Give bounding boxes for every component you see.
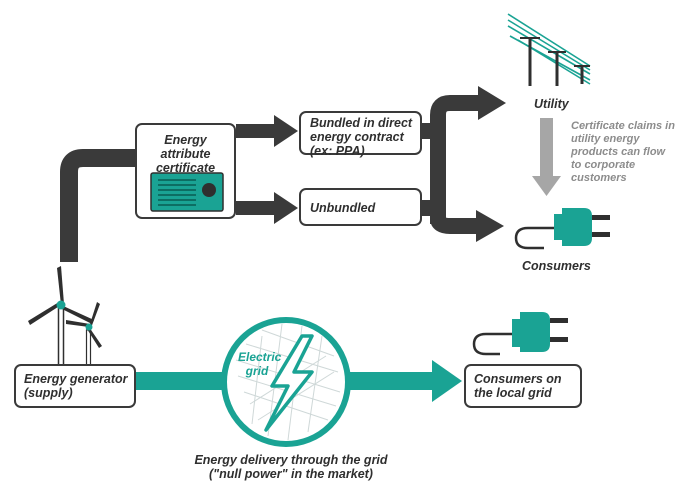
consumers-label: Consumers <box>522 259 591 273</box>
distribution-fork <box>422 95 480 234</box>
utility-note: Certificate claims in utility energy pro… <box>571 120 675 184</box>
to-consumers-arrowhead <box>476 210 504 242</box>
grid-delivery-caption-line1: Energy delivery through the grid <box>194 453 388 467</box>
utility-label: Utility <box>534 97 569 111</box>
unbundled-label: Unbundled <box>310 201 376 215</box>
grid-delivery-arrow <box>136 360 462 402</box>
plug-icon <box>514 208 610 250</box>
to-utility-arrowhead <box>478 86 506 120</box>
bundled-contract-box: Bundled in direct energy contract (ex: P… <box>299 111 422 158</box>
local-consumers-box: Consumers on the local grid <box>464 364 582 408</box>
certificate-to-unbundled-arrow <box>236 192 298 224</box>
electric-grid-icon <box>221 317 351 447</box>
grid-delivery-caption-line2: ("null power" in the market) <box>209 467 373 481</box>
certificate-box: Energy attribute certificate <box>135 123 236 219</box>
local-plug-icon <box>472 312 568 356</box>
certificate-label: Energy attribute certificate <box>155 133 216 175</box>
energy-generator-box: Energy generator (supply) <box>14 364 136 408</box>
energy-generator-label: Energy generator (supply) <box>24 372 128 400</box>
local-consumers-label: Consumers on the local grid <box>474 372 562 400</box>
generator-to-certificate-connector <box>60 149 135 262</box>
certificate-to-bundled-arrow <box>236 115 298 147</box>
lightning-bolt-icon <box>264 334 314 432</box>
utility-power-lines-icon <box>507 13 591 86</box>
unbundled-box: Unbundled <box>299 188 422 226</box>
wind-turbine-icon <box>28 266 102 369</box>
electric-grid-label: Electric grid <box>238 350 282 378</box>
certificate-icon <box>150 172 224 212</box>
bundled-contract-label: Bundled in direct energy contract (ex: P… <box>310 116 413 158</box>
utility-to-consumers-arrow <box>532 118 561 196</box>
